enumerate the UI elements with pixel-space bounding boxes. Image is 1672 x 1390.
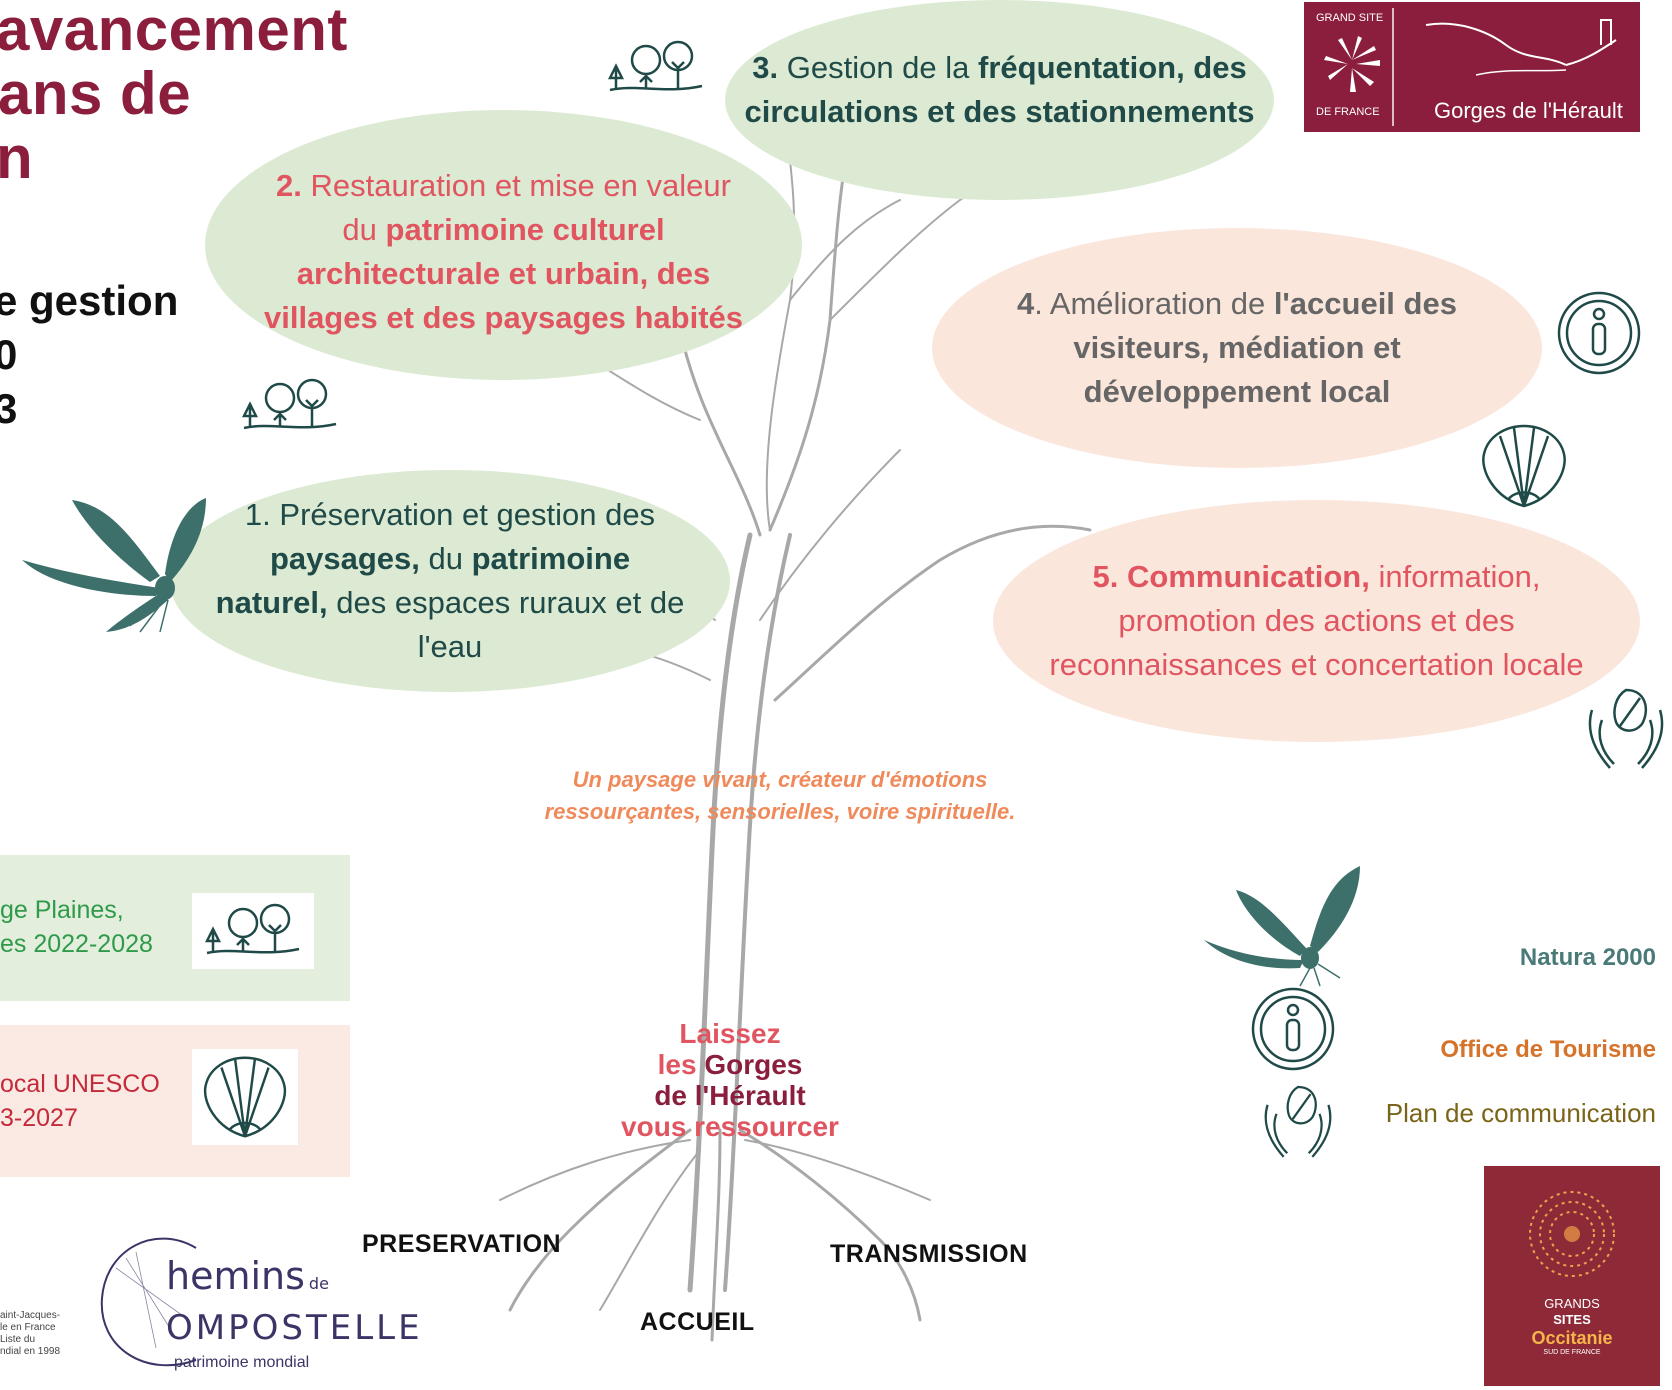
page-title: avancement ans de n <box>0 0 348 190</box>
axis-2-bold: patrimoine culturel architecturale et ur… <box>263 212 744 335</box>
slogan-word-2a: les <box>657 1049 697 1080</box>
slogan-word-4: vous ressourcer <box>621 1111 839 1142</box>
dragonfly-icon <box>22 498 206 633</box>
legend-office: Office de Tourisme <box>1440 1036 1656 1063</box>
compostelle-small-text: aint-Jacques- le en France Liste du ndia… <box>0 1310 60 1358</box>
grand-site-logo: GRAND SITE DE FRANCE Gorges de l'Hérault <box>1304 2 1640 132</box>
subtitle-line-1: e gestion <box>0 277 179 324</box>
compostelle-small-line-2: le en France <box>0 1322 56 1333</box>
axis-5-bubble: 5. Communication, information, promotion… <box>993 500 1640 742</box>
page-subtitle: e gestion 0 3 <box>0 274 178 436</box>
peach-panel-line-2: 3-2027 <box>0 1104 78 1132</box>
title-line-2: ans de <box>0 60 192 127</box>
title-line-1: avancement <box>0 0 348 63</box>
axis-3-bold: fréquentation, des circulations et des s… <box>744 50 1255 129</box>
occitanie-line-1: GRANDS <box>1544 1296 1600 1311</box>
logo-lower-text: DE FRANCE <box>1316 106 1380 118</box>
trees-icon <box>241 378 337 430</box>
plan-panel-green: ge Plaines, es 2022-2028 <box>0 855 350 1001</box>
occitanie-text: GRANDS SITES Occitanie SUD DE FRANCE <box>1484 1296 1660 1358</box>
slogan-word-1: Laissez <box>679 1018 781 1049</box>
axis-1-bold-b: patrimoine naturel, <box>215 541 631 620</box>
occitanie-line-4: SUD DE FRANCE <box>1543 1349 1601 1356</box>
sunburst-icon <box>1324 36 1380 92</box>
hands-leaf-icon <box>1588 688 1664 769</box>
axis-2-text: Restauration et mise en valeur du <box>301 168 731 247</box>
green-panel-line-2: es 2022-2028 <box>0 930 153 958</box>
shell-icon-box <box>192 1049 298 1145</box>
root-label-accueil: ACCUEIL <box>640 1308 755 1336</box>
slogan: Laissez les Gorges de l'Hérault vous res… <box>590 1018 870 1142</box>
axis-1-bubble: 1. Préservation et gestion des paysages,… <box>170 470 730 692</box>
compostelle-small-line-4: ndial en 1998 <box>0 1346 61 1357</box>
plan-panel-peach: ocal UNESCO 3-2027 <box>0 1025 350 1177</box>
occitanie-logo: GRANDS SITES Occitanie SUD DE FRANCE <box>1484 1166 1660 1386</box>
occitanie-line-2: SITES <box>1553 1312 1591 1327</box>
info-icon <box>1251 987 1335 1071</box>
axis-1-text-c: des espaces ruraux et de l'eau <box>327 585 685 664</box>
info-icon <box>1557 291 1641 375</box>
compostelle-small-line-1: aint-Jacques- <box>0 1310 61 1321</box>
axis-1-number: 1. <box>244 497 271 532</box>
green-panel-line-1: ge Plaines, <box>0 896 124 924</box>
compostelle-tagline: patrimoine mondial <box>174 1354 310 1371</box>
peach-panel-text: ocal UNESCO 3-2027 <box>0 1067 160 1135</box>
axis-1-text-b: du <box>419 541 472 576</box>
axis-3-text: Gestion de la <box>778 50 979 85</box>
legend-natura: Natura 2000 <box>1519 944 1656 971</box>
slogan-word-2b: Gorges <box>696 1049 803 1080</box>
occitanie-line-3: Occitanie <box>1531 1328 1613 1348</box>
axis-5-bold: 5. Communication, <box>1092 559 1370 594</box>
axis-3-bubble: 3. Gestion de la fréquentation, des circ… <box>725 0 1274 200</box>
legend-plan: Plan de communication <box>1385 1098 1656 1128</box>
motto: Un paysage vivant, créateur d'émotions r… <box>500 764 1060 828</box>
compostelle-word-hemins: hemins <box>166 1254 305 1298</box>
axis-2-bubble: 2. Restauration et mise en valeur du pat… <box>205 110 802 380</box>
trees-icon <box>607 40 703 92</box>
root-label-preservation: PRESERVATION <box>362 1230 562 1258</box>
shell-icon <box>1482 424 1566 508</box>
slogan-word-3: de l'Hérault <box>654 1080 806 1111</box>
trees-icon <box>204 903 300 955</box>
compostelle-word-2: OMPOSTELLE <box>166 1308 423 1348</box>
axis-1-bold-a: paysages, <box>269 541 420 576</box>
axis-2-number: 2. <box>276 168 302 203</box>
axis-1-text-a: Préservation et gestion des <box>270 497 656 532</box>
axis-5-text: information, promotion des actions et de… <box>1049 559 1584 682</box>
sunburst-icon <box>1529 1191 1615 1277</box>
logo-badge: GRAND SITE DE FRANCE <box>1310 8 1394 126</box>
motto-line-2: ressourçantes, sensorielles, voire spiri… <box>544 799 1016 824</box>
axis-4-bubble: 4. Amélioration de l'accueil des visiteu… <box>932 228 1542 468</box>
motto-line-1: Un paysage vivant, créateur d'émotions <box>572 767 988 792</box>
axis-4-bold: l'accueil des visiteurs, médiation et dé… <box>1073 286 1457 409</box>
logo-name: Gorges de l'Hérault <box>1434 98 1623 123</box>
trees-icon-box <box>192 893 314 969</box>
axis-3-number: 3. <box>752 50 779 85</box>
shell-icon <box>203 1056 287 1138</box>
dragonfly-icon <box>1204 866 1360 987</box>
compostelle-small-line-3: Liste du <box>0 1334 36 1345</box>
subtitle-line-3: 3 <box>0 385 18 432</box>
logo-upper-text: GRAND SITE <box>1316 12 1384 24</box>
green-panel-text: ge Plaines, es 2022-2028 <box>0 893 153 961</box>
cliff-sketch-icon <box>1425 19 1617 76</box>
compostelle-emblem-icon <box>100 1237 197 1367</box>
axis-4-number: 4 <box>1017 286 1035 321</box>
hands-leaf-icon <box>1264 1085 1332 1158</box>
axis-4-text: . Amélioration de <box>1034 286 1274 321</box>
compostelle-word-de: de <box>308 1274 329 1293</box>
subtitle-line-2: 0 <box>0 331 18 378</box>
title-line-3: n <box>0 124 34 191</box>
root-label-transmission: TRANSMISSION <box>830 1240 1028 1268</box>
peach-panel-line-1: ocal UNESCO <box>0 1070 160 1098</box>
